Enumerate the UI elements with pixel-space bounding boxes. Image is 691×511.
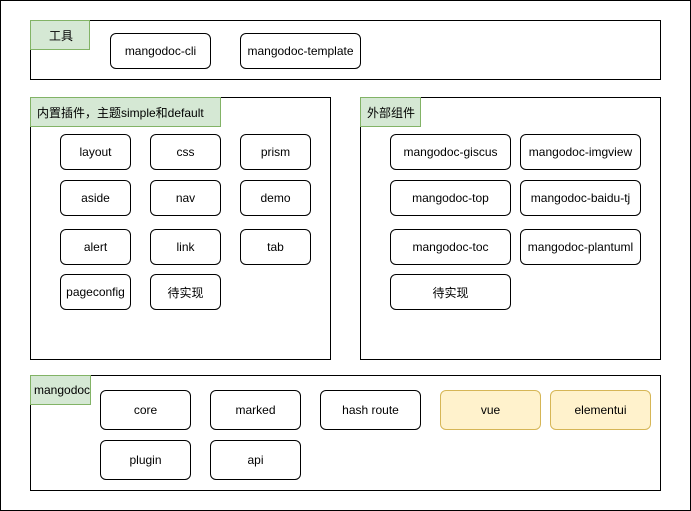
node-alert: alert (60, 229, 131, 265)
node-api: api (210, 440, 301, 480)
node-link: link (150, 229, 221, 265)
node-layout: layout (60, 134, 131, 170)
node-mangodoc-cli: mangodoc-cli (110, 33, 211, 69)
mangodoc-core-group-label: mangodoc (30, 375, 91, 405)
node-mangodoc-giscus: mangodoc-giscus (390, 134, 511, 170)
node-external-todo: 待实现 (390, 274, 511, 310)
node-marked: marked (210, 390, 301, 430)
node-demo: demo (240, 180, 311, 216)
node-prism: prism (240, 134, 311, 170)
node-nav: nav (150, 180, 221, 216)
node-builtin-todo: 待实现 (150, 274, 221, 310)
node-vue: vue (440, 390, 541, 430)
node-mangodoc-top: mangodoc-top (390, 180, 511, 216)
node-hash-route: hash route (320, 390, 421, 430)
tools-group-label: 工具 (30, 20, 90, 50)
node-mangodoc-template: mangodoc-template (240, 33, 361, 69)
node-elementui: elementui (550, 390, 651, 430)
node-mangodoc-toc: mangodoc-toc (390, 229, 511, 265)
node-mangodoc-plantuml: mangodoc-plantuml (520, 229, 641, 265)
node-aside: aside (60, 180, 131, 216)
external-components-group-label: 外部组件 (360, 97, 421, 127)
node-pageconfig: pageconfig (60, 274, 131, 310)
node-tab: tab (240, 229, 311, 265)
node-css: css (150, 134, 221, 170)
node-core: core (100, 390, 191, 430)
builtin-plugins-group-label: 内置插件，主题simple和default (30, 97, 221, 127)
node-mangodoc-imgview: mangodoc-imgview (520, 134, 641, 170)
node-mangodoc-baidu-tj: mangodoc-baidu-tj (520, 180, 641, 216)
node-plugin: plugin (100, 440, 191, 480)
